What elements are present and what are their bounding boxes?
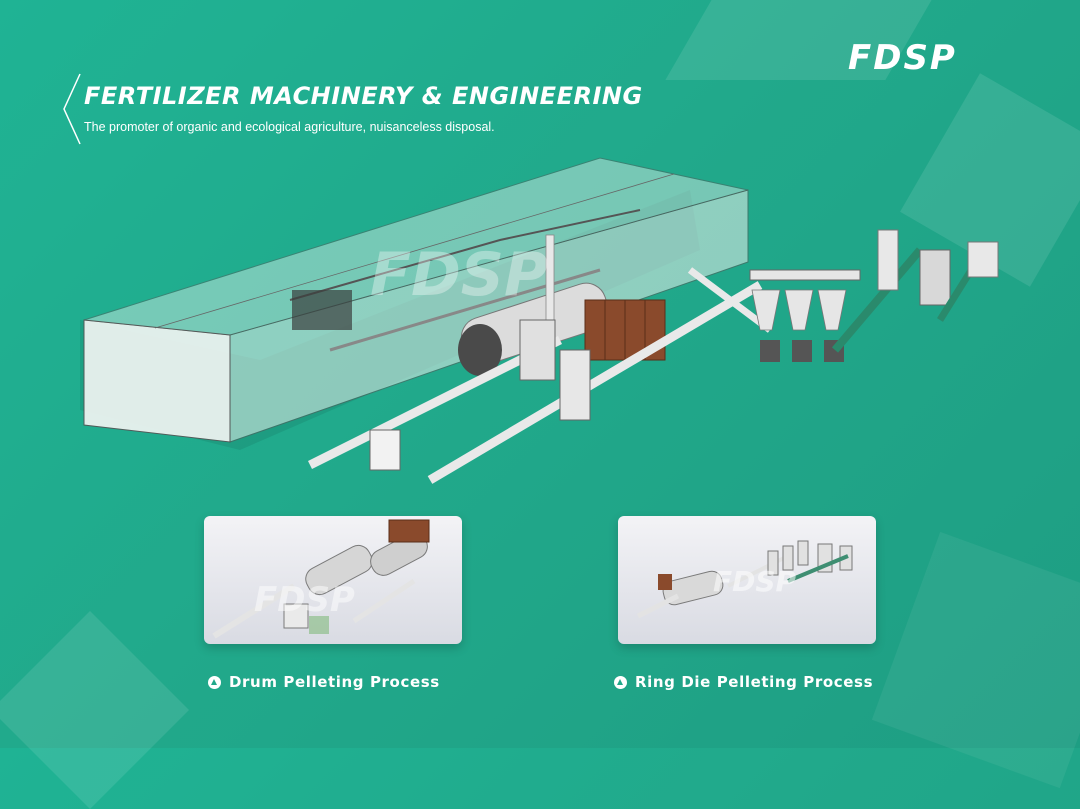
ring-die-pelleting-illustration: FDSP [636,540,853,619]
bg-shape [0,611,189,809]
watermark-logo: FDSP [370,240,548,310]
ring-die-pelleting-image: FDSP [618,516,876,644]
drum-pelleting-illustration: FDSP [212,519,430,639]
bg-shape [871,531,1080,789]
watermark-logo: FDSP [254,580,355,620]
ring-die-pelleting-caption: Ring Die Pelleting Process [614,672,873,692]
ring-die-pelleting-label: Ring Die Pelleting Process [635,673,874,691]
play-up-icon [208,675,221,689]
drum-pelleting-image: FDSP [204,516,462,644]
fertilizer-plant-illustration: FDSP [80,157,999,484]
drum-pelleting-label: Drum Pelleting Process [229,673,440,691]
drum-pelleting-caption: Drum Pelleting Process [208,672,440,692]
title-bracket-icon [63,73,81,145]
play-up-icon [614,675,627,689]
page-title: FERTILIZER MACHINERY & ENGINEERING [84,82,643,110]
page-subtitle: The promoter of organic and ecological a… [84,120,495,134]
watermark-logo: FDSP [713,565,797,598]
fdsp-logo: FDSP [848,38,957,78]
